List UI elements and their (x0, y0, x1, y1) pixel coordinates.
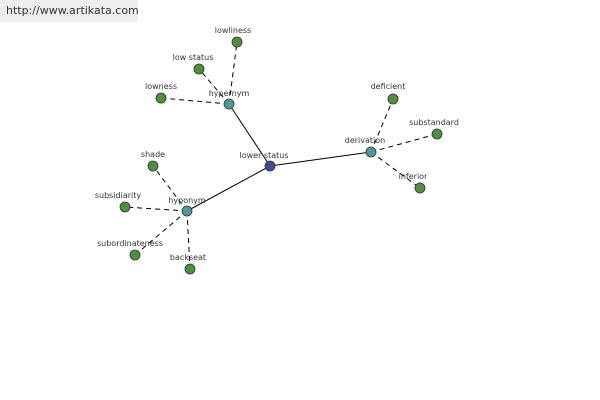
node-dot-hyponym[interactable] (181, 205, 193, 217)
edge-hypernym-to-low-status (198, 68, 230, 105)
node-inferior[interactable]: inferior (399, 172, 428, 194)
edge-derivation-to-deficient (370, 98, 394, 153)
node-deficient[interactable]: deficient (371, 82, 406, 105)
edge-hyponym-to-shade (152, 165, 188, 212)
node-dot-lowness[interactable] (155, 92, 167, 104)
node-derivation[interactable]: derivation (345, 136, 385, 158)
node-lowliness[interactable]: lowliness (215, 26, 251, 48)
node-lowness[interactable]: lowness (145, 82, 177, 104)
node-lower-status[interactable]: lower status (240, 151, 289, 172)
node-label-low-status: low status (173, 53, 214, 62)
edge-lower-status-to-hyponym (186, 165, 271, 212)
edge-lower-status-to-derivation (269, 151, 372, 167)
node-dot-shade[interactable] (147, 160, 159, 172)
watermark-url[interactable]: http://www.artikata.com (0, 0, 139, 22)
node-label-substandard: substandard (409, 118, 459, 127)
edge-hyponym-to-subsidiarity (124, 206, 188, 212)
node-dot-inferior[interactable] (414, 182, 426, 194)
edge-lower-status-to-hypernym (228, 103, 271, 167)
edge-hypernym-to-lowliness (228, 41, 238, 105)
node-dot-subsidiarity[interactable] (119, 201, 131, 213)
node-dot-lowliness[interactable] (231, 36, 243, 48)
edge-derivation-to-substandard (370, 133, 438, 153)
node-subordinateness[interactable]: subordinateness (97, 239, 163, 261)
node-dot-backseat[interactable] (184, 263, 196, 275)
node-label-lowness: lowness (145, 82, 177, 91)
node-backseat[interactable]: backseat (170, 253, 206, 275)
node-label-inferior: inferior (399, 172, 428, 181)
edge-hypernym-to-lowness (160, 97, 230, 105)
node-dot-hypernym[interactable] (223, 98, 235, 110)
node-shade[interactable]: shade (141, 150, 165, 172)
node-label-hypernym: hypernym (209, 89, 250, 98)
node-dot-low-status[interactable] (193, 63, 205, 75)
node-dot-subordinateness[interactable] (129, 249, 141, 261)
node-dot-derivation[interactable] (365, 146, 377, 158)
edge-hyponym-to-backseat (186, 210, 191, 270)
node-dot-substandard[interactable] (431, 128, 443, 140)
node-hyponym[interactable]: hyponym (168, 196, 206, 217)
node-dot-lower-status[interactable] (264, 160, 276, 172)
node-label-backseat: backseat (170, 253, 206, 262)
node-label-subsidiarity: subsidiarity (95, 191, 142, 200)
node-dot-deficient[interactable] (387, 93, 399, 105)
node-low-status[interactable]: low status (173, 53, 214, 75)
node-label-derivation: derivation (345, 136, 385, 145)
edge-hyponym-to-subordinateness (134, 210, 188, 256)
edges-layer (124, 41, 438, 270)
node-hypernym[interactable]: hypernym (209, 89, 250, 110)
node-substandard[interactable]: substandard (409, 118, 459, 140)
nodes-layer: lower status hypernym hyponym derivation low… (95, 26, 459, 275)
node-label-deficient: deficient (371, 82, 406, 91)
node-label-shade: shade (141, 150, 165, 159)
edge-derivation-to-inferior (370, 151, 421, 189)
node-label-lower-status: lower status (240, 151, 289, 160)
node-label-lowliness: lowliness (215, 26, 251, 35)
node-label-subordinateness: subordinateness (97, 239, 163, 248)
node-subsidiarity[interactable]: subsidiarity (95, 191, 142, 213)
node-label-hyponym: hyponym (168, 196, 206, 205)
